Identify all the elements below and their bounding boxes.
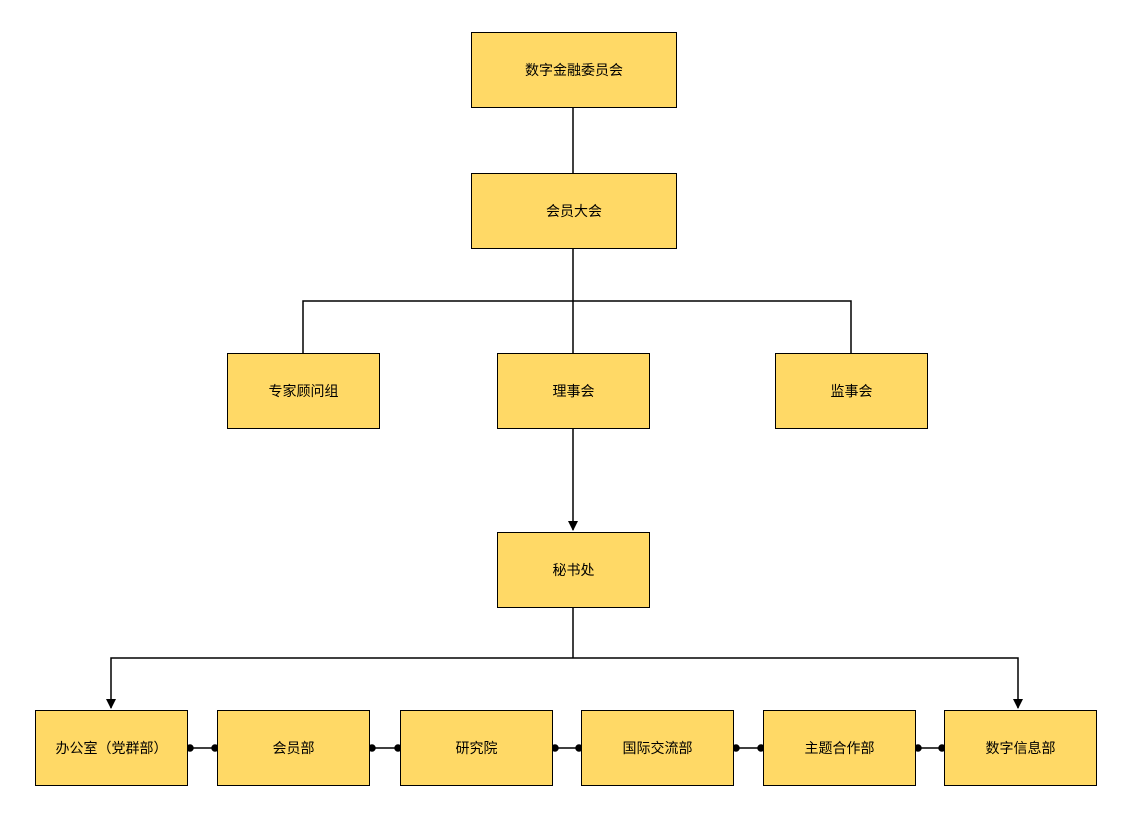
node-label: 专家顾问组 [268, 384, 339, 400]
node-dept-digital-information: 数字信息部 [944, 710, 1097, 786]
node-digital-finance-committee: 数字金融委员会 [471, 32, 677, 108]
arrow-secretariat-office [106, 657, 573, 709]
node-council: 理事会 [497, 353, 650, 429]
node-label: 会员大会 [546, 204, 602, 220]
connector-assembly-expert [302, 300, 573, 353]
node-expert-advisory-group: 专家顾问组 [227, 353, 380, 429]
node-label: 数字信息部 [985, 741, 1056, 757]
node-label: 办公室（党群部） [55, 741, 168, 757]
node-dept-office: 办公室（党群部） [35, 710, 188, 786]
node-secretariat: 秘书处 [497, 532, 650, 608]
node-dept-thematic-cooperation: 主题合作部 [763, 710, 916, 786]
node-dept-research-institute: 研究院 [400, 710, 553, 786]
node-label: 会员部 [272, 741, 315, 757]
node-label: 数字金融委员会 [525, 63, 623, 79]
node-label: 监事会 [830, 384, 873, 400]
connector-assembly-supervisory [573, 300, 852, 353]
node-label: 研究院 [455, 741, 498, 757]
node-member-assembly: 会员大会 [471, 173, 677, 249]
node-label: 国际交流部 [622, 741, 693, 757]
node-label: 主题合作部 [804, 741, 875, 757]
node-supervisory-board: 监事会 [775, 353, 928, 429]
node-label: 理事会 [552, 384, 595, 400]
node-dept-international-exchange: 国际交流部 [581, 710, 734, 786]
arrow-secretariat-digital-info [573, 657, 1023, 709]
node-label: 秘书处 [552, 563, 595, 579]
node-dept-membership: 会员部 [217, 710, 370, 786]
